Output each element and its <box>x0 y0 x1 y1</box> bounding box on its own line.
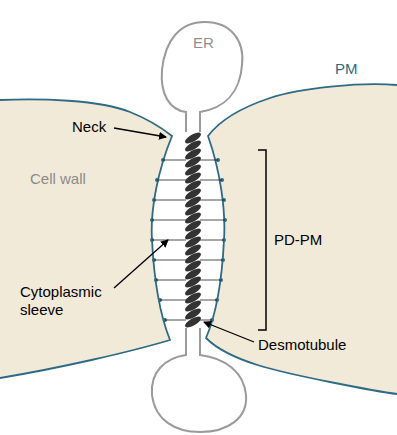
leader-arrow <box>204 322 254 342</box>
right-cell-wall <box>206 84 397 394</box>
leader-arrow <box>114 128 166 137</box>
spokes <box>152 160 225 320</box>
plasma-membrane <box>0 99 172 378</box>
structure-label: Neck <box>72 118 106 136</box>
structure-label: PM <box>335 60 358 78</box>
leader-arrow <box>114 240 168 288</box>
plasma-membrane <box>206 84 397 394</box>
left-cell-wall <box>0 99 172 378</box>
desmotubule <box>183 130 202 329</box>
bracket-label: PD-PM <box>274 231 322 249</box>
er-top <box>162 22 243 132</box>
er-bottom <box>152 328 246 432</box>
region-label: Cell wall <box>30 170 86 188</box>
structure-label: Desmotubule <box>258 336 346 354</box>
structure-label: ER <box>193 34 214 52</box>
structure-label: Cytoplasmic sleeve <box>20 283 112 319</box>
bracket <box>258 150 266 330</box>
membrane-dots <box>150 158 227 322</box>
